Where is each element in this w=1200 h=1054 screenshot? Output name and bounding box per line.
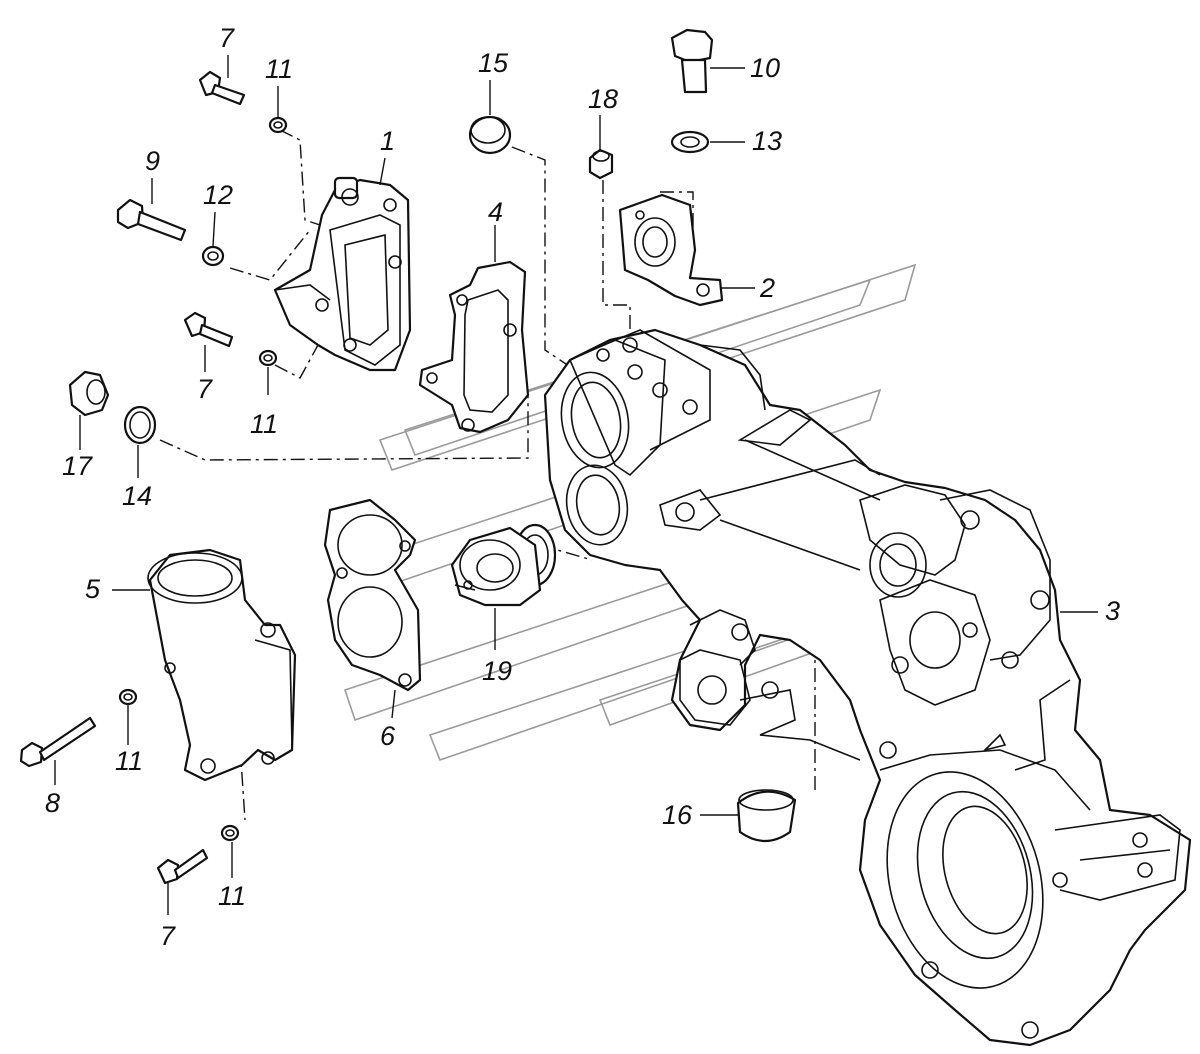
callout-7-mid: 7 bbox=[197, 374, 213, 404]
callout-19: 19 bbox=[482, 656, 512, 686]
bolt-7-mid bbox=[183, 311, 234, 348]
callout-6: 6 bbox=[380, 721, 396, 751]
callout-labels: 7 11 1 9 12 4 15 18 10 13 2 7 11 17 14 5… bbox=[45, 23, 1120, 951]
callout-15: 15 bbox=[478, 48, 509, 78]
bolt-8 bbox=[19, 716, 97, 768]
callout-11-mid: 11 bbox=[250, 409, 278, 439]
gasket-4 bbox=[418, 260, 530, 434]
callout-7-top: 7 bbox=[219, 23, 235, 53]
callout-4: 4 bbox=[488, 197, 503, 227]
callout-18: 18 bbox=[588, 84, 618, 114]
thermostat-cover bbox=[273, 176, 412, 372]
callout-leaders bbox=[54, 55, 1098, 915]
callout-14: 14 bbox=[122, 481, 152, 511]
bolt-7-top bbox=[198, 70, 246, 106]
bolt-9 bbox=[116, 198, 187, 242]
plug-15 bbox=[468, 115, 512, 155]
thermostat-19 bbox=[450, 523, 557, 607]
fitting-18 bbox=[588, 148, 614, 180]
bolt-7-bottom bbox=[156, 848, 209, 885]
callout-2: 2 bbox=[759, 273, 775, 303]
seal-ring-16 bbox=[736, 789, 797, 843]
callout-10: 10 bbox=[750, 53, 780, 83]
gasket-6 bbox=[323, 498, 422, 692]
callout-1: 1 bbox=[380, 126, 395, 156]
callout-11-top: 11 bbox=[265, 54, 293, 84]
bracket-2 bbox=[618, 193, 724, 307]
callout-12: 12 bbox=[203, 180, 233, 210]
callout-17: 17 bbox=[62, 451, 93, 481]
callout-11-bottom: 11 bbox=[218, 881, 246, 911]
callout-3: 3 bbox=[1105, 596, 1120, 626]
callout-13: 13 bbox=[752, 126, 782, 156]
callout-7-bottom: 7 bbox=[160, 921, 176, 951]
plug-17 bbox=[68, 370, 110, 417]
callout-16: 16 bbox=[662, 800, 693, 830]
outlet-pipe-5 bbox=[147, 548, 297, 782]
front-cover-housing bbox=[543, 328, 1192, 1047]
callout-8: 8 bbox=[45, 788, 60, 818]
callout-5: 5 bbox=[85, 574, 101, 604]
callout-9: 9 bbox=[145, 146, 160, 176]
washers bbox=[118, 116, 710, 842]
callout-11-low: 11 bbox=[115, 746, 143, 776]
bolt-10 bbox=[670, 28, 714, 94]
